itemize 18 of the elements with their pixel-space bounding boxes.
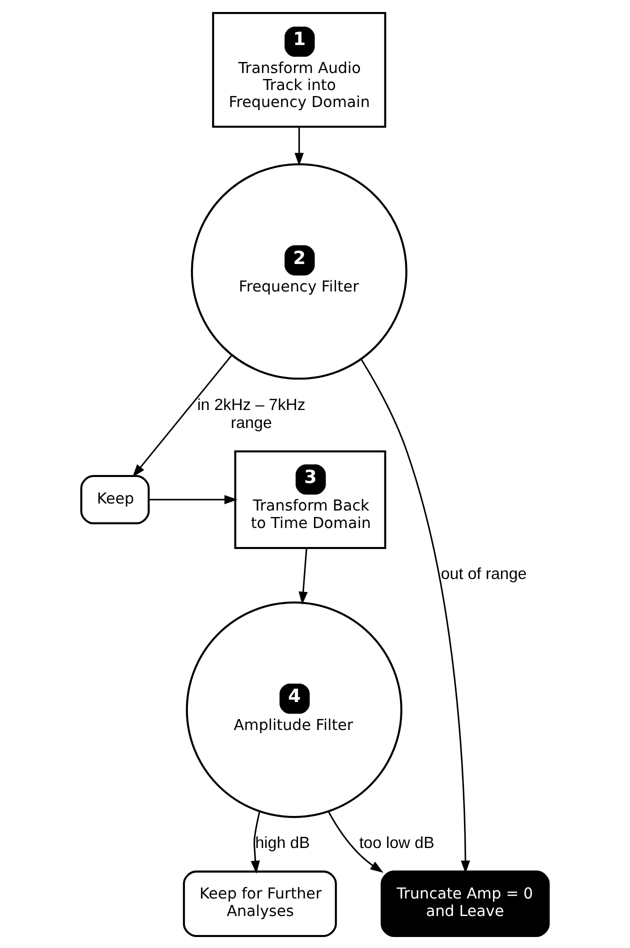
edge-label: too low dB: [359, 834, 434, 852]
edge-label: out of range: [440, 564, 527, 582]
arrow: [360, 358, 470, 874]
arrow: [132, 354, 232, 477]
node-box: Keep for Further Analyses: [182, 870, 337, 936]
arrow: [148, 494, 238, 504]
node-circle: 4 Amplitude Filter: [186, 601, 402, 818]
arrow: [298, 548, 308, 604]
node-box: 1 Transform Audio Track into Frequency Domain: [212, 12, 386, 128]
node-box: Keep: [80, 474, 150, 524]
node-circle: 2 Frequency Filter: [190, 162, 408, 380]
arrow: [250, 811, 260, 874]
node-box: 3 Transform Back to Time Domain: [234, 450, 386, 548]
edge-label: in 2kHz – 7kHz range: [197, 395, 306, 432]
node-box: Truncate Amp = 0 and Leave: [380, 870, 550, 936]
arrow: [328, 810, 384, 872]
edge-label: high dB: [255, 834, 310, 852]
arrow: [294, 126, 304, 166]
